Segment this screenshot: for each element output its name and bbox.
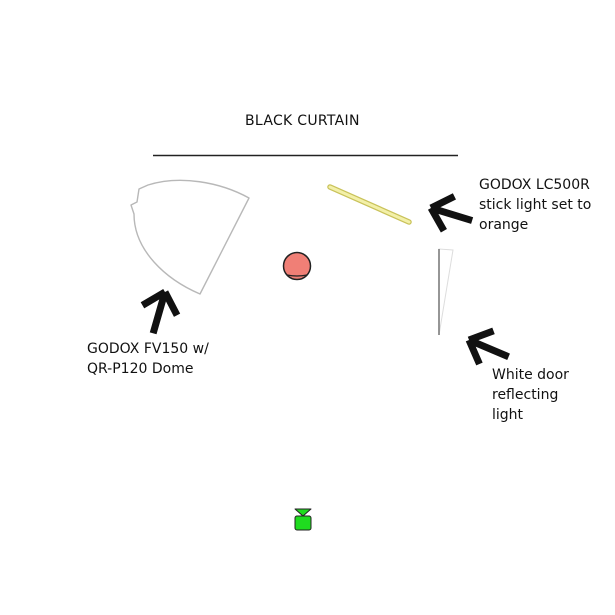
black-curtain-label: BLACK CURTAIN [245,113,360,129]
lc500r-stick-light [327,184,412,225]
stick-light-arrow-icon [426,191,478,238]
fv150-arrow-icon [136,287,182,338]
stick-light-label: GODOX LC500R stick light set to orange [479,177,592,233]
fv150-dome-light [130,179,250,295]
subject-person-icon [282,251,312,281]
fv150-label: GODOX FV150 w/ QR-P120 Dome [87,341,209,377]
camera-icon [294,508,312,531]
white-door-label: White door reflecting light [492,367,569,423]
white-door [438,248,454,336]
